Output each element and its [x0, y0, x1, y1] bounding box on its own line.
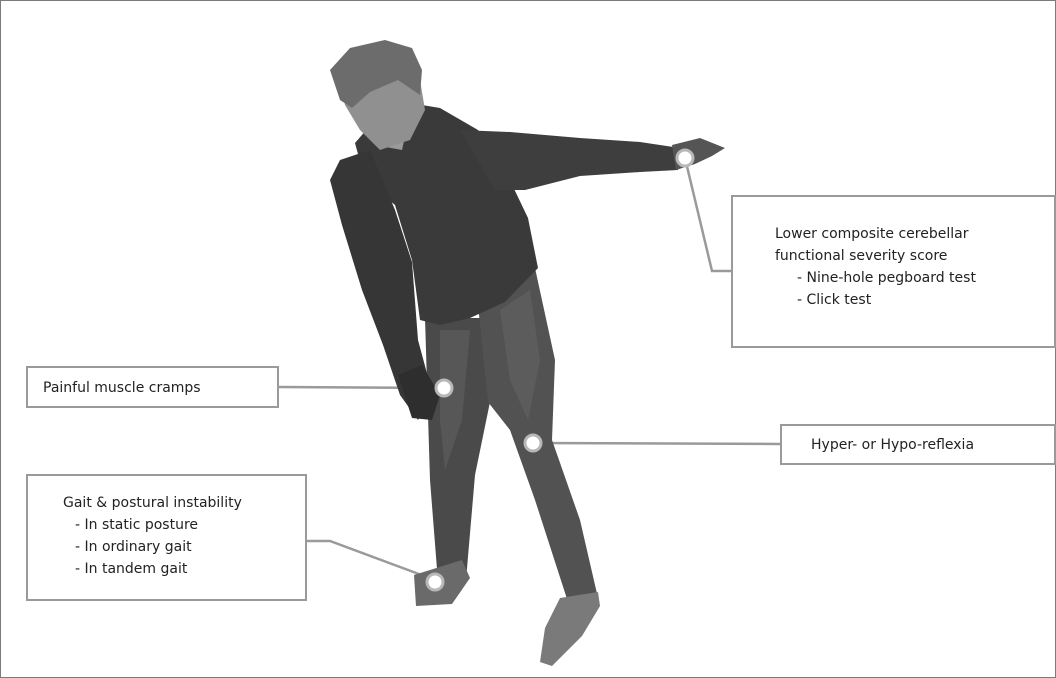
left-arm — [330, 150, 432, 420]
callout-gait-title: Gait & postural instability — [63, 495, 242, 511]
right-arm — [460, 130, 680, 190]
marker-knee — [523, 433, 543, 453]
callout-gait-item: - In ordinary gait — [75, 539, 192, 555]
leader-line-reflexia — [532, 441, 782, 446]
callout-cerebellar-title-line1: Lower composite cerebellar — [775, 226, 969, 242]
leader-line-cerebellar — [683, 157, 733, 273]
callout-cerebellar-score: Lower composite cerebellar functional se… — [731, 195, 1056, 348]
callout-cramps-title: Painful muscle cramps — [43, 380, 201, 396]
callout-gait-item: - In static posture — [75, 517, 199, 533]
right-shoe — [540, 592, 600, 666]
callout-cerebellar-item: - Nine-hole pegboard test — [797, 270, 976, 286]
callout-cerebellar-item: - Click test — [797, 292, 872, 308]
callout-muscle-cramps: Painful muscle cramps — [26, 366, 279, 408]
callout-gait-instability: Gait & postural instability - In static … — [26, 474, 307, 601]
callout-gait-item: - In tandem gait — [75, 561, 188, 577]
left-hand — [398, 365, 440, 420]
hair — [330, 40, 422, 108]
marker-foot — [425, 572, 445, 592]
person-silhouette — [330, 40, 725, 666]
callout-cerebellar-title-line2: functional severity score — [775, 248, 948, 264]
marker-thigh — [434, 378, 454, 398]
marker-hand — [675, 148, 695, 168]
callout-reflexia-title: Hyper- or Hypo-reflexia — [811, 437, 975, 453]
leader-line-gait — [307, 539, 436, 582]
callout-reflexia: Hyper- or Hypo-reflexia — [780, 424, 1056, 465]
